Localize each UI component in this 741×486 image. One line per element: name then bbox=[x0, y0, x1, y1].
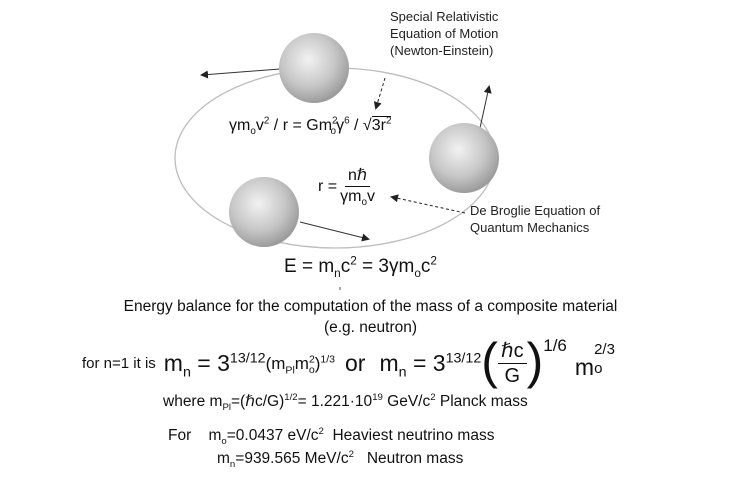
caption: Energy balance for the computation of th… bbox=[123, 298, 618, 336]
velocity-arrow-right bbox=[479, 85, 492, 129]
velocity-arrow-top bbox=[200, 68, 281, 79]
right-paren: ) bbox=[526, 333, 544, 389]
pointer-arrow-motion bbox=[373, 77, 386, 110]
neutron-mass-formula: for n=1 it is mn = 313/12 (mPlm2o)1/3 or… bbox=[82, 333, 615, 389]
pointer-arrow-debroglie bbox=[390, 194, 466, 214]
equation-energy: E = mnc2 = 3γmoc2 bbox=[284, 254, 437, 280]
neutrino-mass-line: For mo=0.0437 eV/c2 Heaviest neutrino ma… bbox=[168, 425, 495, 448]
sqrt-sign: √ bbox=[362, 117, 372, 134]
planck-mass-line: where mPl=(ℏc/G)1/2= 1.221·1019 GeV/c2 P… bbox=[163, 391, 528, 414]
equation-motion: γmov2 / r = Gm2oγ6 / √3r2 bbox=[229, 115, 392, 138]
particle-sphere-left bbox=[229, 177, 299, 247]
neutron-mass-line: mn=939.565 MeV/c2 Neutron mass bbox=[217, 448, 464, 471]
particle-sphere-right bbox=[429, 123, 499, 193]
particle-sphere-top bbox=[279, 33, 349, 103]
annotation-special-relativistic: Special Relativistic Equation of Motion … bbox=[390, 9, 499, 58]
equation-radius: r = nℏ γmov bbox=[318, 167, 375, 209]
annotation-de-broglie: De Broglie Equation of Quantum Mechanics bbox=[470, 203, 601, 235]
velocity-arrow-bottom bbox=[299, 221, 370, 242]
left-paren: ( bbox=[481, 333, 498, 389]
